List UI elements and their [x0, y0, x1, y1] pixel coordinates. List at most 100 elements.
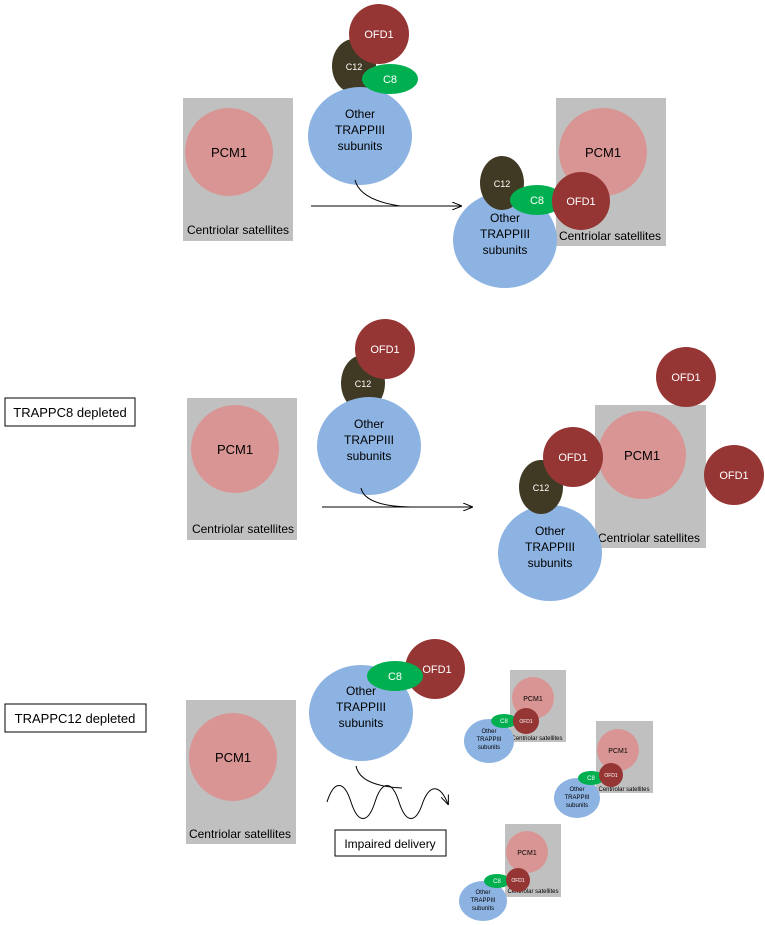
ofd1-circle: [552, 172, 610, 230]
satellites-label: Centriolar satellites: [189, 827, 291, 841]
ofd1-label: OFD1: [671, 372, 700, 384]
satellite-box: PCM1 Centriolar satellites: [186, 700, 296, 844]
pcm1-label: PCM1: [215, 750, 251, 765]
svg-text:TRAPPIII: TRAPPIII: [476, 737, 501, 743]
ofd1-label: OFD1: [422, 664, 451, 676]
other-line2: TRAPPIII: [336, 700, 386, 714]
other-subunits-ellipse: [317, 397, 421, 495]
satellite-box: PCM1 Centriolar satellites: [187, 398, 297, 540]
other-line3: subunits: [339, 716, 384, 730]
svg-text:PCM1: PCM1: [517, 850, 537, 857]
ofd1-circle: [543, 427, 603, 487]
svg-text:C8: C8: [587, 776, 595, 782]
ofd1-circle: [405, 639, 465, 699]
panel-control: PCM1 Centriolar satellites C12 OFD1 Othe…: [183, 4, 666, 288]
other-line1: Other: [535, 524, 565, 538]
satellites-label: Centriolar satellites: [559, 229, 661, 243]
svg-text:OFD1: OFD1: [604, 773, 618, 779]
other-subunits-ellipse: [308, 87, 412, 185]
pcm1-label: PCM1: [211, 145, 247, 160]
trapp-complex: C12 OFD1 Other TRAPPIII subunits C8: [308, 4, 418, 185]
pcm1-label: PCM1: [585, 145, 621, 160]
condition-label-trappc8: TRAPPC8 depleted: [4, 397, 136, 427]
svg-text:TRAPPC8 depleted: TRAPPC8 depleted: [13, 405, 126, 420]
svg-text:subunits: subunits: [478, 745, 500, 751]
svg-text:Other: Other: [569, 787, 584, 793]
c12-label: C12: [346, 62, 363, 72]
c8-ellipse: [362, 64, 418, 94]
other-line1: Other: [346, 684, 376, 698]
other-subunits-ellipse: [453, 192, 557, 288]
svg-text:C8: C8: [493, 879, 501, 885]
other-line2: TRAPPIII: [480, 227, 530, 241]
svg-text:subunits: subunits: [472, 906, 494, 912]
svg-text:Other: Other: [475, 890, 490, 896]
pcm1-circle: [191, 405, 279, 493]
delivered-result: PCM1 Centriolar satellites OFD1 OFD1 Oth…: [498, 347, 764, 601]
c8-label: C8: [530, 195, 544, 207]
trapp-complex: Other TRAPPIII subunits OFD1 C8: [309, 639, 465, 761]
satellites-label: Centriolar satellites: [598, 531, 700, 545]
delivered-result: PCM1 Centriolar satellites Other TRAPPII…: [453, 98, 666, 288]
mini-complex-1: PCM1 Centriolar satellites Other TRAPPII…: [464, 670, 566, 763]
other-line2: TRAPPIII: [344, 433, 394, 447]
other-line1: Other: [490, 211, 520, 225]
c8-label: C8: [383, 74, 397, 86]
other-line3: subunits: [483, 243, 528, 257]
trapp-complex: C12 OFD1 Other TRAPPIII subunits: [317, 319, 421, 495]
panel-trappc8-depleted: TRAPPC8 depleted PCM1 Centriolar satelli…: [4, 319, 764, 601]
ofd1-circle: [355, 319, 415, 379]
other-line1: Other: [354, 417, 384, 431]
impaired-delivery-arrow: Impaired delivery: [326, 765, 448, 857]
svg-text:Centriolar satellites: Centriolar satellites: [507, 889, 558, 895]
svg-text:OFD1: OFD1: [519, 719, 533, 725]
svg-text:TRAPPIII: TRAPPIII: [470, 898, 495, 904]
ofd1-circle: [656, 347, 716, 407]
impaired-delivery-label: Impaired delivery: [344, 837, 435, 851]
condition-label-trappc12: TRAPPC12 depleted: [4, 703, 147, 733]
svg-text:Other: Other: [481, 729, 496, 735]
pcm1-circle: [189, 713, 277, 801]
svg-text:Centriolar satellites: Centriolar satellites: [598, 787, 649, 793]
svg-text:Centriolar satellites: Centriolar satellites: [511, 736, 562, 742]
svg-text:TRAPPC12 depleted: TRAPPC12 depleted: [15, 711, 136, 726]
ofd1-label: OFD1: [719, 470, 748, 482]
c8-ellipse: [510, 185, 564, 215]
delivery-arrow: [311, 179, 461, 206]
c8-label: C8: [388, 671, 402, 683]
svg-text:C8: C8: [500, 719, 508, 725]
ofd1-label: OFD1: [566, 196, 595, 208]
svg-text:TRAPPIII: TRAPPIII: [564, 795, 589, 801]
c12-label: C12: [494, 179, 511, 189]
other-line3: subunits: [338, 139, 383, 153]
ofd1-label: OFD1: [364, 29, 393, 41]
other-line2: TRAPPIII: [335, 123, 385, 137]
pcm1-circle: [598, 411, 686, 499]
other-line2: TRAPPIII: [525, 540, 575, 554]
other-line1: Other: [345, 107, 375, 121]
svg-text:PCM1: PCM1: [523, 696, 543, 703]
mini-complex-3: PCM1 Centriolar satellites Other TRAPPII…: [459, 824, 561, 921]
mini-complex-2: PCM1 Centriolar satellites Other TRAPPII…: [554, 721, 653, 818]
panel-trappc12-depleted: TRAPPC12 depleted PCM1 Centriolar satell…: [4, 639, 653, 921]
c12-label: C12: [533, 483, 550, 493]
svg-text:subunits: subunits: [566, 803, 588, 809]
svg-text:PCM1: PCM1: [608, 748, 628, 755]
ofd1-label: OFD1: [370, 344, 399, 356]
c8-ellipse: [367, 661, 423, 691]
ofd1-circle: [704, 445, 764, 505]
other-line3: subunits: [347, 449, 392, 463]
satellites-label: Centriolar satellites: [192, 522, 294, 536]
c12-label: C12: [355, 379, 372, 389]
svg-text:OFD1: OFD1: [511, 878, 525, 884]
pcm1-circle: [185, 108, 273, 196]
ofd1-label: OFD1: [558, 452, 587, 464]
other-line3: subunits: [528, 556, 573, 570]
pcm1-label: PCM1: [217, 442, 253, 457]
pcm1-label: PCM1: [624, 448, 660, 463]
satellites-label: Centriolar satellites: [187, 223, 289, 237]
delivery-arrow: [322, 487, 472, 507]
satellite-box: PCM1 Centriolar satellites: [183, 98, 293, 241]
ofd1-circle: [349, 4, 409, 64]
